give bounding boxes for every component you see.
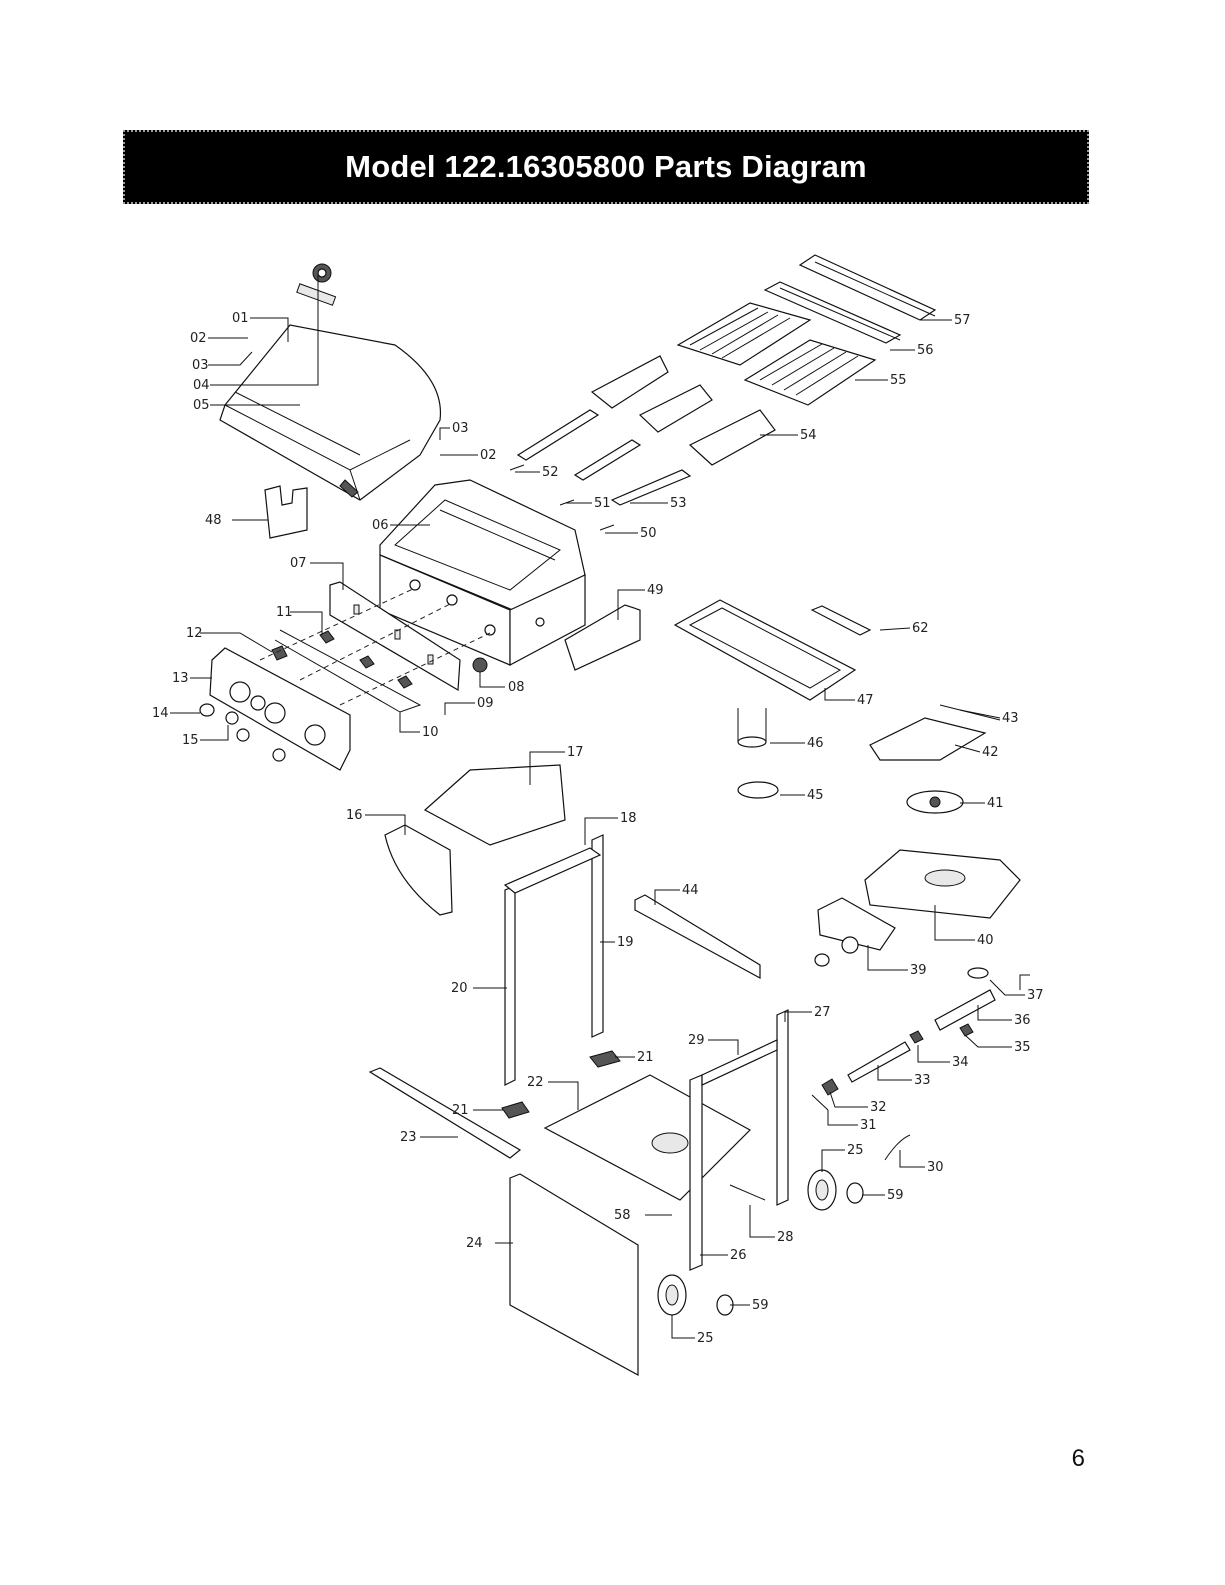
callout-28: 28 [777,1230,794,1245]
callout-50: 50 [640,526,657,541]
callout-10: 10 [422,725,439,740]
callout-25: 25 [847,1143,864,1158]
callout-35: 35 [1014,1040,1031,1055]
callout-59: 59 [887,1188,904,1203]
callout-14: 14 [152,706,169,721]
callout-49: 49 [647,583,664,598]
callout-47: 47 [857,693,874,708]
callout-02b: 02 [480,448,497,463]
callout-39: 39 [910,963,927,978]
callout-57: 57 [954,313,971,328]
page-number: 6 [1072,1445,1085,1473]
callout-23: 23 [400,1130,417,1145]
callout-12: 12 [186,626,203,641]
callout-51: 51 [594,496,611,511]
part-bracket-48 [265,486,307,538]
callout-53: 53 [670,496,687,511]
callout-31: 31 [860,1118,877,1133]
callout-24: 24 [466,1236,483,1251]
part-side-grate [907,791,963,813]
callout-08: 08 [508,680,525,695]
callout-22: 22 [527,1075,544,1090]
callout-20: 20 [451,981,468,996]
callout-62: 62 [912,621,929,636]
callout-11: 11 [276,605,293,620]
callout-21: 21 [637,1050,654,1065]
part-door-16 [385,825,452,915]
callout-44: 44 [682,883,699,898]
part-side-cover [870,718,985,760]
callout-26: 26 [730,1248,747,1263]
callout-01: 01 [232,311,249,326]
callout-03b: 03 [452,421,469,436]
callout-13: 13 [172,671,189,686]
callout-58: 58 [614,1208,631,1223]
part-cup-holders [738,708,778,798]
callout-56: 56 [917,343,934,358]
callout-34: 34 [952,1055,969,1070]
callout-06: 06 [372,518,389,533]
callout-59b: 59 [752,1298,769,1313]
callout-54: 54 [800,428,817,443]
callout-09: 09 [477,696,494,711]
callout-32: 32 [870,1100,887,1115]
callout-55: 55 [890,373,907,388]
part-cart-frame [370,835,788,1375]
callout-27: 27 [814,1005,831,1020]
callout-18: 18 [620,811,637,826]
callout-48: 48 [205,513,222,528]
callout-45: 45 [807,788,824,803]
callout-42: 42 [982,745,999,760]
callout-33: 33 [914,1073,931,1088]
callout-15: 15 [182,733,199,748]
callout-41: 41 [987,796,1004,811]
callout-19: 19 [617,935,634,950]
part-62 [812,606,870,635]
callout-36: 36 [1014,1013,1031,1028]
callout-21b: 21 [452,1103,469,1118]
callout-16: 16 [346,808,363,823]
callout-30: 30 [927,1160,944,1175]
part-control-panel [200,646,350,770]
callout-29: 29 [688,1033,705,1048]
callout-17: 17 [567,745,584,760]
callout-07: 07 [290,556,307,571]
callout-04: 04 [193,378,210,393]
callout-40: 40 [977,933,994,948]
callout-03: 03 [192,358,209,373]
callout-37: 37 [1027,988,1044,1003]
callout-52: 52 [542,465,559,480]
callout-46: 46 [807,736,824,751]
callout-02: 02 [190,331,207,346]
callout-43: 43 [1002,711,1019,726]
part-lid [220,264,440,500]
callout-05: 05 [193,398,210,413]
callout-25b: 25 [697,1331,714,1346]
part-side-shelf-17 [425,765,565,845]
